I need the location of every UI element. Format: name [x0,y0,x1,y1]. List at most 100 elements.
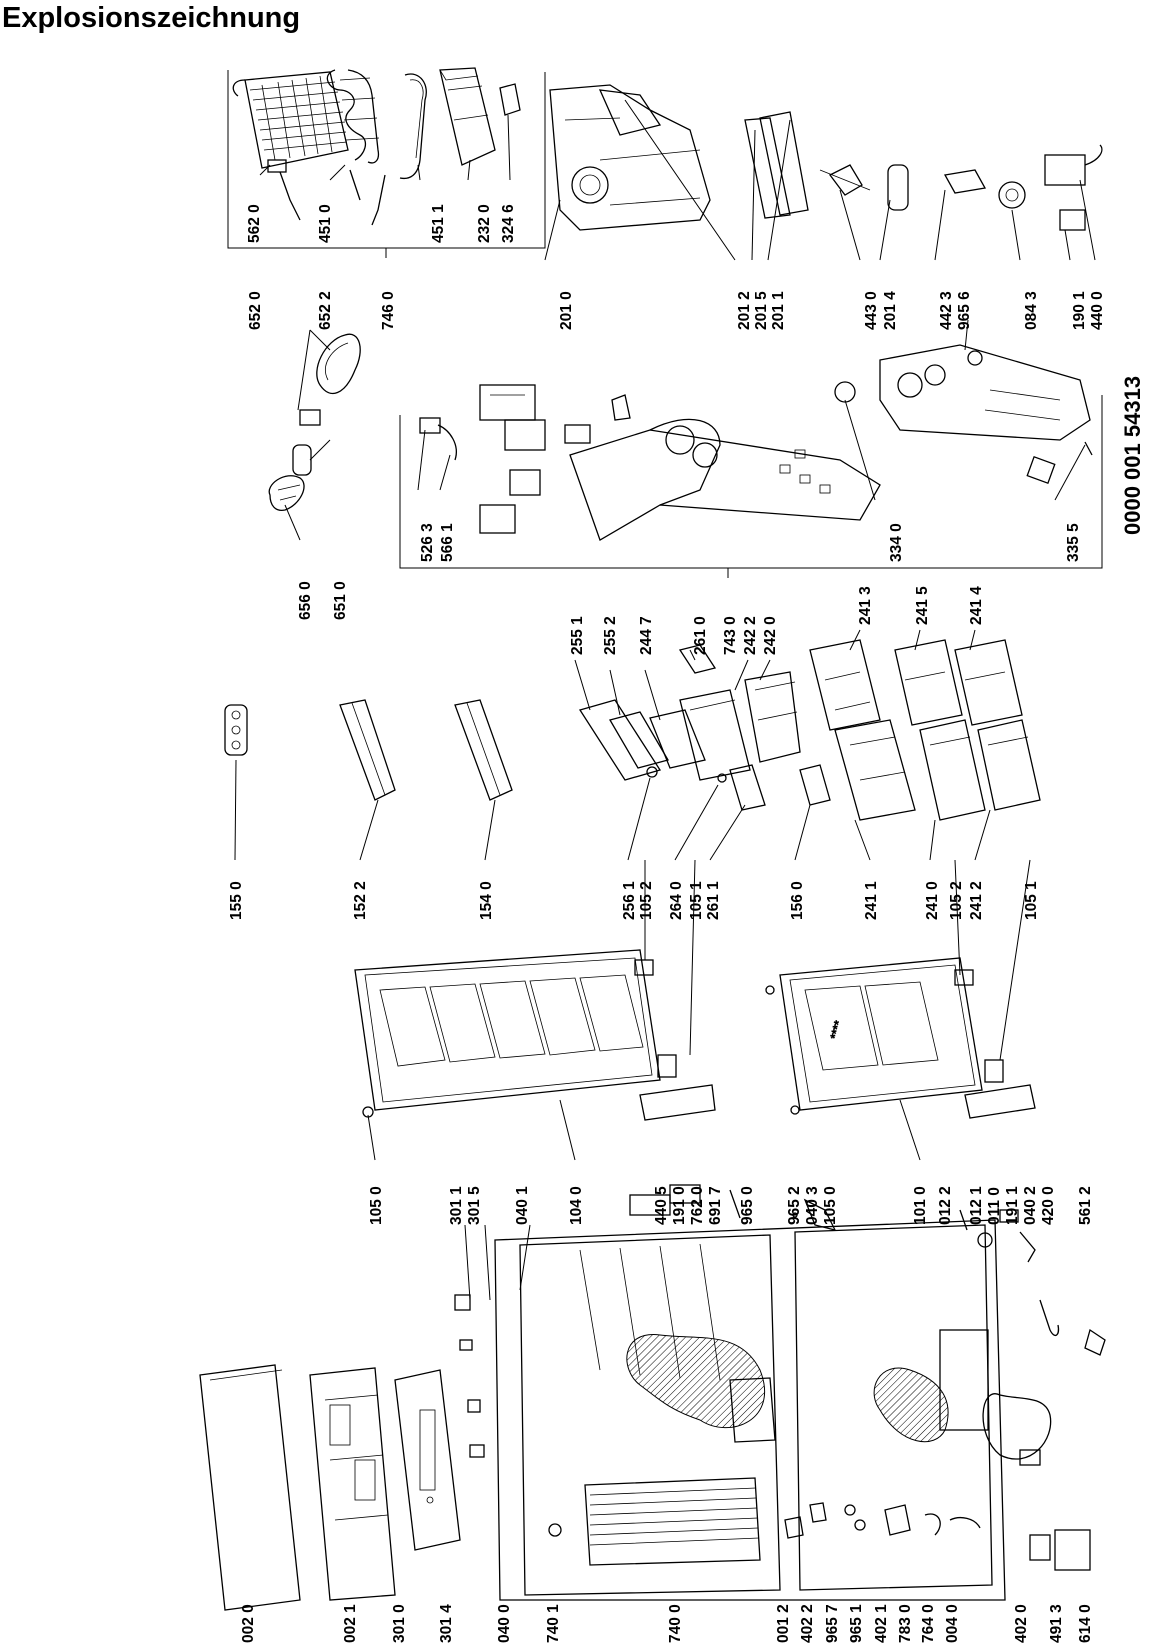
label-301-5: 301 5 [466,1186,483,1225]
condenser-tube-1 [326,69,380,164]
label-105-2-b: 105 2 [948,881,965,920]
label-965-1: 965 1 [848,1604,865,1643]
label-783-0: 783 0 [897,1604,914,1643]
label-965-2: 965 2 [786,1186,803,1225]
label-004-0: 004 0 [944,1604,961,1643]
thermostat-562 [267,159,301,221]
label-242-2: 242 2 [742,616,759,655]
page-title: Explosionszeichnung [2,2,301,34]
label-105-1-a: 105 1 [688,881,705,920]
label-105-0-top: 105 0 [368,1186,385,1225]
label-443-0: 443 0 [863,291,880,330]
door-bin-152 [339,699,396,801]
cabinet-body [494,1219,1006,1601]
bracket-324 [499,83,521,116]
label-plate-335 [1026,456,1056,484]
label-402-1: 402 1 [873,1604,890,1643]
label-232-0: 232 0 [476,204,493,243]
label-451-1: 451 1 [430,204,447,243]
label-190-1: 190 1 [1071,291,1088,330]
label-105-0-mid: 105 0 [822,1186,839,1225]
compressor-402 [982,1393,1052,1466]
label-104-0: 104 0 [568,1186,585,1225]
egg-tray-155 [224,704,248,756]
label-402-0: 402 0 [1013,1604,1030,1643]
label-746-0: 746 0 [380,291,397,330]
label-191-1: 191 1 [1004,1186,1021,1225]
label-201-0: 201 0 [558,291,575,330]
timer-440 [1044,144,1103,231]
label-420-0: 420 0 [1040,1186,1057,1225]
fan-443 [819,164,871,196]
mid-group-bracket [399,395,1103,569]
label-241-0: 241 0 [924,881,941,920]
label-301-0: 301 0 [391,1604,408,1643]
label-255-2: 255 2 [602,616,619,655]
label-201-4: 201 4 [882,291,899,330]
label-201-1: 201 1 [770,291,787,330]
fan-motor-651 [292,409,321,476]
label-084-3: 084 3 [1023,291,1040,330]
label-156-0: 156 0 [789,881,806,920]
relay-614 [1029,1529,1091,1571]
label-244-7: 244 7 [638,616,655,655]
label-012-2: 012 2 [937,1186,954,1225]
label-442-3: 442 3 [938,291,955,330]
switch-762 [669,1184,701,1204]
tube-451-1 [399,73,427,180]
drip-tray-232 [439,67,496,166]
label-656-0: 656 0 [297,581,314,620]
label-154-0: 154 0 [478,881,495,920]
label-001-2: 001 2 [775,1604,792,1643]
freezer-door-101: **** [765,957,1036,1119]
label-256-1: 256 1 [621,881,638,920]
glass-shelf-255 [578,699,669,781]
fridge-door-104 [354,949,716,1121]
control-panel-301 [394,1369,461,1551]
label-740-1: 740 1 [545,1604,562,1643]
label-241-4: 241 4 [968,586,985,625]
label-002-0: 002 0 [240,1604,257,1643]
label-242-0: 242 0 [762,616,779,655]
label-614-0: 614 0 [1077,1604,1094,1643]
label-334-0: 334 0 [888,523,905,562]
label-040-1: 040 1 [514,1186,531,1225]
label-965-0: 965 0 [739,1186,756,1225]
fan-blade-656 [268,475,305,511]
label-743-0: 743 0 [722,616,739,655]
shelf-rail-261 [678,644,766,811]
leader-lines [234,99,1096,1301]
label-101-0: 101 0 [912,1186,929,1225]
label-562-0: 562 0 [246,204,263,243]
label-191-0: 191 0 [671,1186,688,1225]
label-155-0: 155 0 [228,881,245,920]
document-number: 0000 001 54313 [1120,376,1145,535]
label-566-1: 566 1 [439,523,456,562]
lamp-201-4 [887,164,909,211]
label-002-1: 002 1 [342,1604,359,1643]
label-152-2: 152 2 [352,881,369,920]
label-651-0: 651 0 [332,581,349,620]
gasket-strips-201 [744,111,809,219]
label-526-3: 526 3 [419,523,436,562]
evaporator-cover-652 [316,333,361,395]
label-264-0: 264 0 [668,881,685,920]
freezer-drawers-241-upper [809,639,1023,731]
label-040-2: 040 2 [1022,1186,1039,1225]
label-012-1: 012 1 [968,1186,985,1225]
label-324-6: 324 6 [500,204,517,243]
label-491-3: 491 3 [1048,1604,1065,1643]
top-group-bracket [227,70,546,249]
knob-084 [998,181,1026,209]
label-011-0: 011 0 [986,1187,1003,1225]
label-241-1: 241 1 [863,881,880,920]
label-440-5: 440 5 [653,1186,670,1225]
label-691-7: 691 7 [707,1186,724,1225]
bracket-442 [943,169,987,194]
label-241-2: 241 2 [968,881,985,920]
label-764-0: 764 0 [920,1604,937,1643]
label-241-5: 241 5 [914,586,931,625]
crisper-cover-244 [649,709,706,769]
label-652-2: 652 2 [317,291,334,330]
